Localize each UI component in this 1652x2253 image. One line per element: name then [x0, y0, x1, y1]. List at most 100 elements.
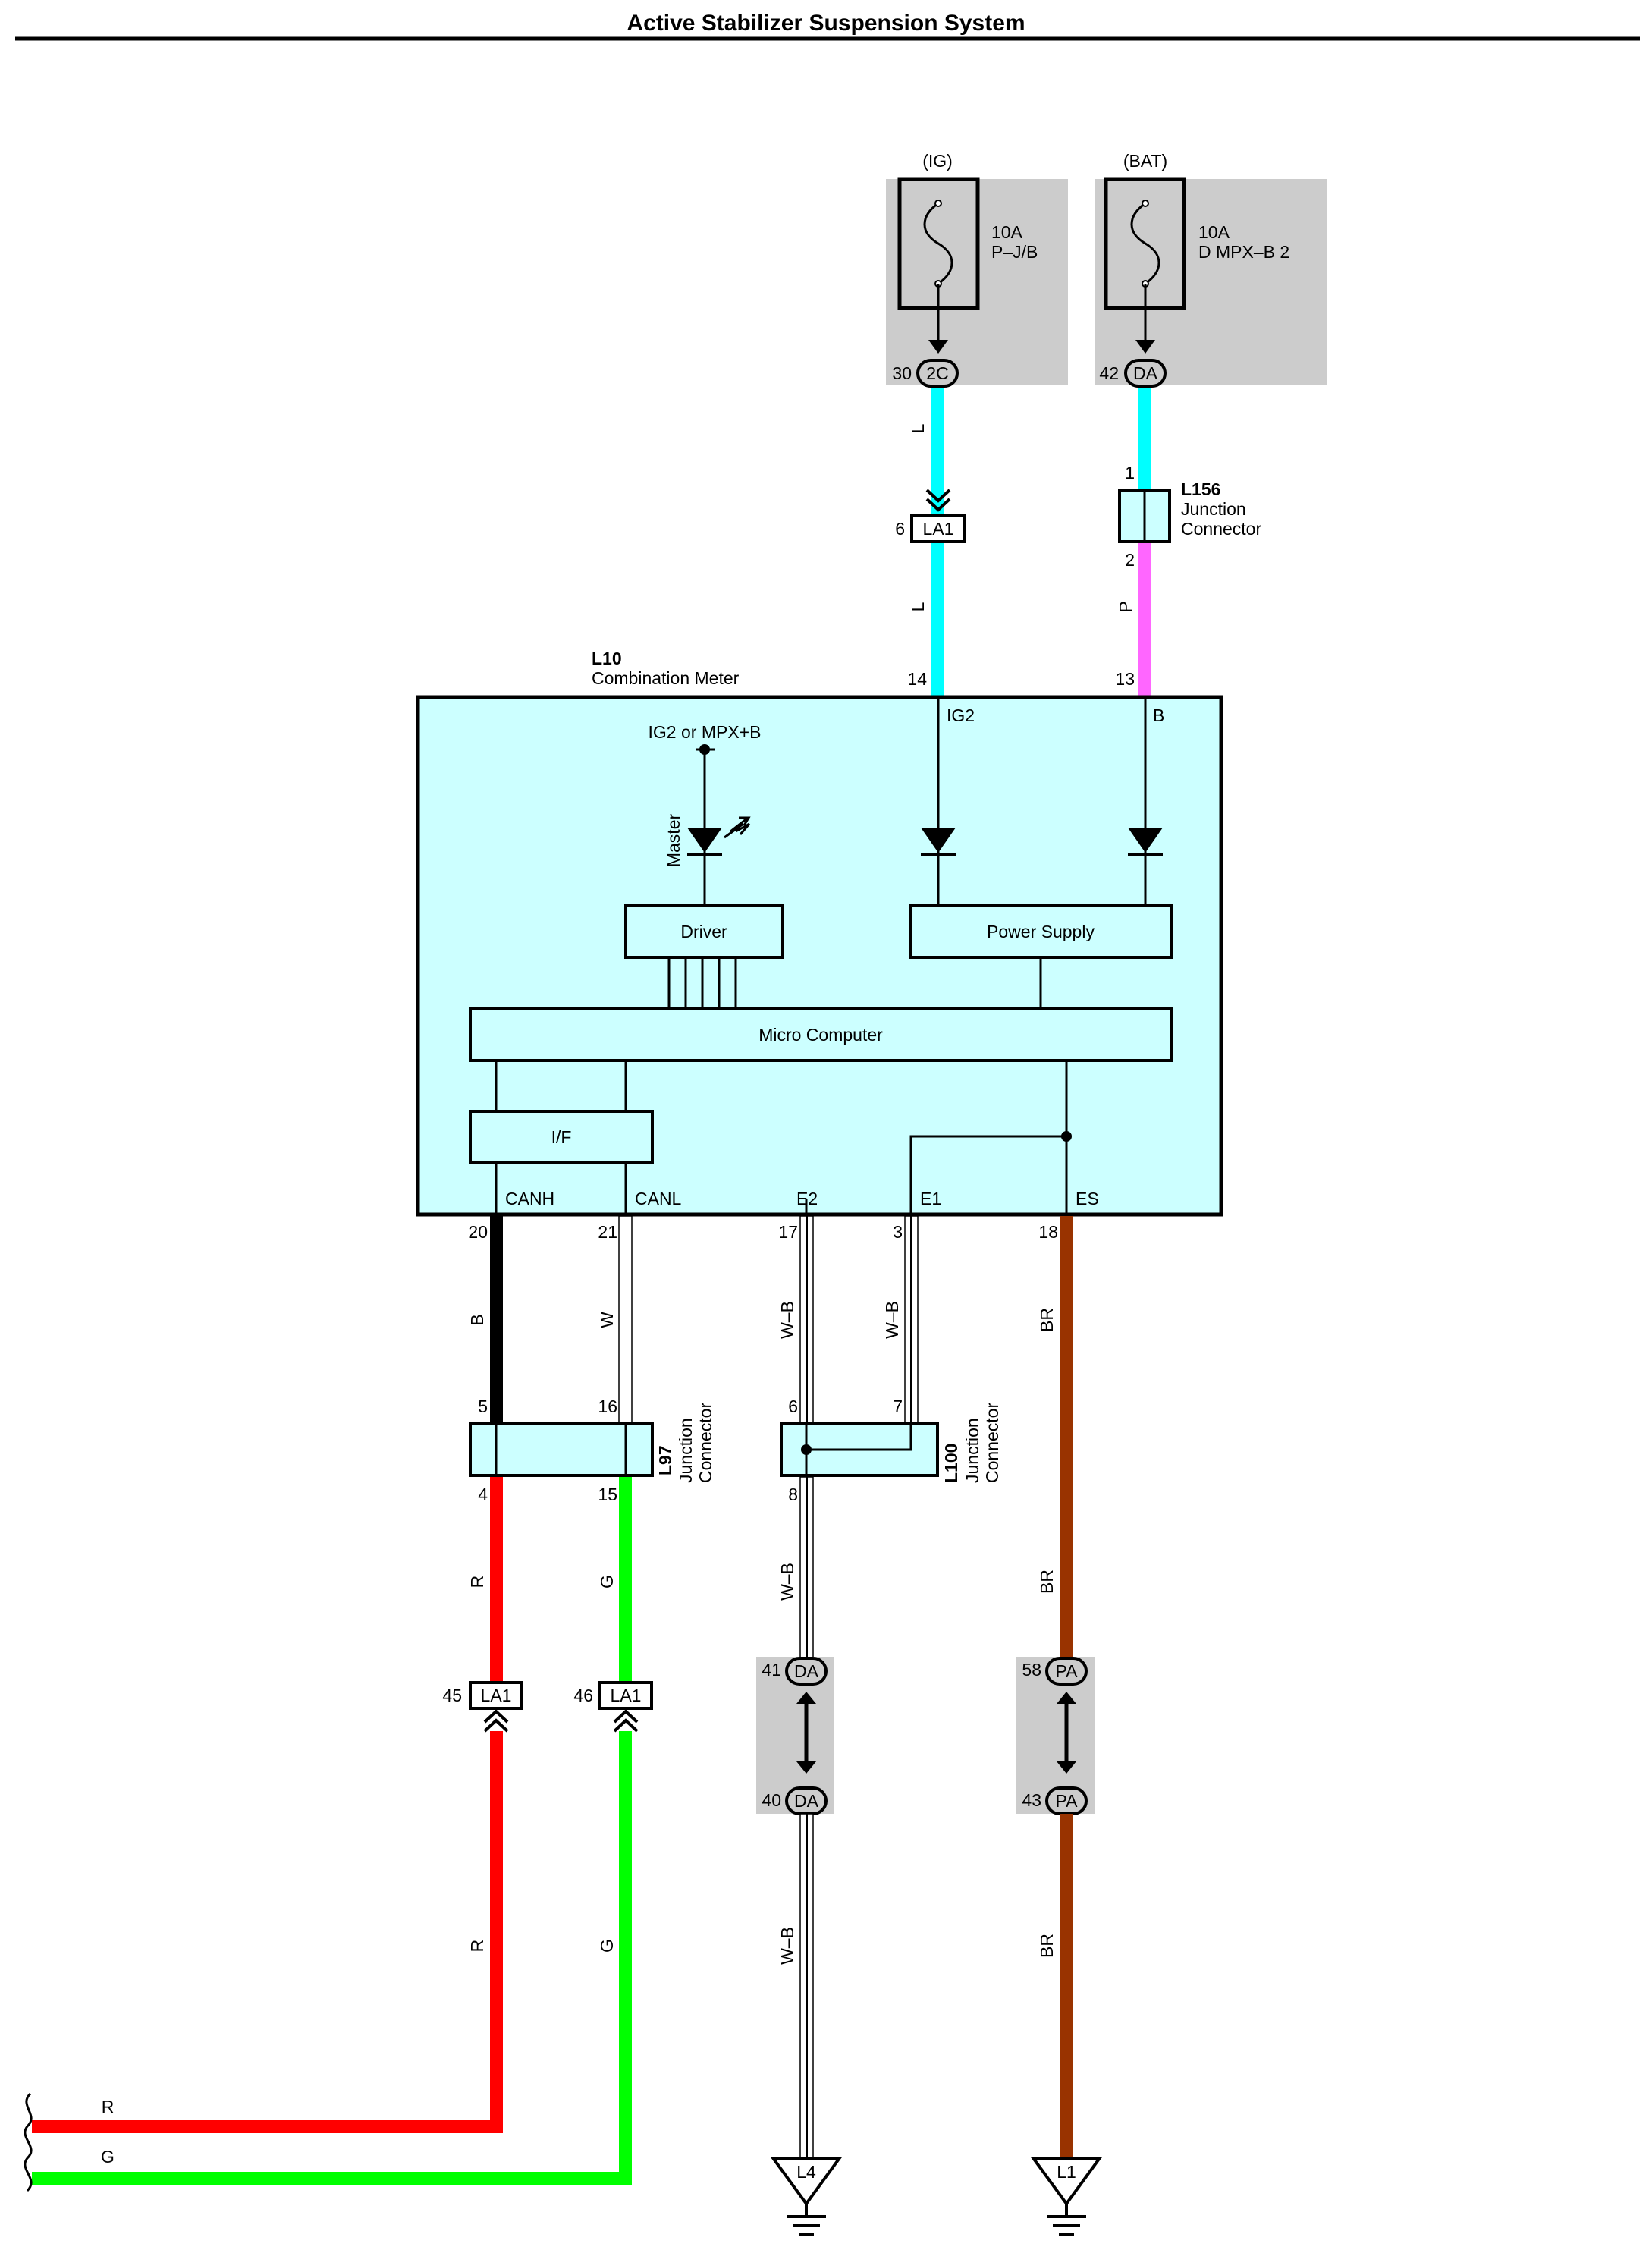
wire-l-bat: [1138, 388, 1151, 490]
ig-fuse-pin: 30: [892, 363, 912, 383]
l97-pin-16: 16: [598, 1397, 617, 1416]
power-supply-label: Power Supply: [987, 922, 1095, 941]
if-block: [469, 1110, 654, 1164]
wire-label-w: W: [597, 1312, 617, 1328]
chevron-down-icon: [796, 1761, 816, 1774]
wire-r-lower: [490, 1731, 503, 2133]
wire-g-lower: [619, 1731, 632, 2185]
ground-l1-label: L1: [1057, 2162, 1076, 2182]
pin-e2: 17: [778, 1222, 798, 1242]
wire-label-p: P: [1116, 601, 1135, 612]
pa-top-label: PA: [1056, 1661, 1079, 1681]
wire-label-wb: W–B: [777, 1563, 797, 1601]
pa-bottom-pin: 43: [1022, 1790, 1041, 1810]
la1-top-connector: [910, 514, 966, 543]
l100-id: L100: [941, 1444, 961, 1483]
l97-pin-15: 15: [598, 1485, 617, 1504]
driver-block: [624, 904, 784, 959]
ground-l4-label: L4: [796, 2162, 816, 2182]
pin-canl: 21: [598, 1222, 617, 1242]
ground-l1-triangle: [1031, 2157, 1102, 2207]
diode-icon: [921, 828, 956, 853]
micro-computer-label: Micro Computer: [758, 1025, 883, 1045]
chevron-up-icon: [613, 1709, 639, 1733]
bat-fuse-rating: 10A: [1198, 222, 1230, 242]
fuse-icon: [1130, 202, 1160, 285]
da-bottom-label: DA: [794, 1791, 819, 1811]
if-label: I/F: [551, 1127, 572, 1147]
da-top-label: DA: [794, 1661, 819, 1681]
wire-b: [490, 1216, 503, 1424]
bat-source-label: (BAT): [1123, 151, 1167, 171]
ground-l4-triangle: [771, 2157, 842, 2207]
wire-label-g: G: [597, 1575, 617, 1588]
led-icon: [687, 828, 722, 853]
l156-name2: Connector: [1181, 519, 1261, 539]
wire-label-l: L: [908, 602, 928, 611]
la1-r-connector: [469, 1681, 523, 1710]
pin-es: 18: [1038, 1222, 1058, 1242]
arrow-down-icon: [928, 340, 948, 354]
wire-g-horizontal: [32, 2172, 632, 2185]
wire-label-l: L: [908, 423, 928, 433]
arrow-down-icon: [1135, 340, 1155, 354]
wire-br-lower: [1060, 1814, 1073, 2160]
bat-fuse-name: D MPX–B 2: [1198, 242, 1289, 262]
wire-label-r: R: [467, 1576, 487, 1588]
l100-name2: Connector: [982, 1403, 1002, 1483]
bat-fuse-block: [1095, 179, 1327, 385]
pin-canh: 20: [468, 1222, 488, 1242]
wire-label-br: BR: [1037, 1934, 1057, 1958]
meter-pin-b: 13: [1115, 669, 1135, 689]
wire-break-icon: [24, 2092, 33, 2192]
wire-label-r: R: [467, 1940, 487, 1953]
l97-name1: Junction: [676, 1418, 696, 1483]
l97-pin-4: 4: [478, 1485, 488, 1504]
wire-label-r: R: [102, 2097, 115, 2116]
la1-r-label: LA1: [481, 1686, 512, 1705]
pa-top-pin: 58: [1022, 1660, 1041, 1680]
ig-fuse-connector-label: 2C: [926, 363, 948, 383]
ig-source-label: (IG): [922, 151, 953, 171]
meter-pin-ig2: 14: [907, 669, 927, 689]
term-e2: E2: [796, 1189, 818, 1208]
ig-fuse-rating: 10A: [991, 222, 1023, 242]
l97-name2: Connector: [696, 1403, 715, 1483]
ig-fuse-name: P–J/B: [991, 242, 1038, 262]
term-canh: CANH: [505, 1189, 554, 1208]
l156-name1: Junction: [1181, 499, 1246, 519]
driver-label: Driver: [680, 922, 727, 941]
l100-pin-6: 6: [788, 1397, 798, 1416]
l156-pin-out: 2: [1125, 550, 1135, 570]
pin-e1: 3: [893, 1222, 903, 1242]
term-ig2: IG2: [947, 705, 975, 725]
wire-w: [618, 1215, 633, 1425]
wire-label-wb: W–B: [777, 1927, 797, 1965]
l97-junction-connector: [469, 1422, 654, 1477]
l100-pin-8: 8: [788, 1485, 798, 1504]
wire-label-g: G: [101, 2147, 115, 2167]
wire-l-ig-lower: [931, 543, 944, 697]
wire-label-wb: W–B: [882, 1301, 902, 1339]
term-b: B: [1153, 705, 1164, 725]
fuse-icon: [923, 202, 953, 285]
la1-r-pin: 45: [442, 1686, 462, 1705]
wire-r-upper: [490, 1477, 503, 1695]
bat-fuse-connector: [1124, 359, 1167, 388]
meter-id: L10: [592, 649, 622, 668]
term-canl: CANL: [635, 1189, 682, 1208]
term-e1: E1: [920, 1189, 941, 1208]
micro-computer-block: [469, 1007, 1173, 1062]
wire-label-br: BR: [1037, 1570, 1057, 1594]
page-title: Active Stabilizer Suspension System: [627, 11, 1025, 36]
da-bottom-pin: 40: [762, 1790, 781, 1810]
l100-pin-7: 7: [893, 1397, 903, 1416]
wire-label-wb: W–B: [777, 1301, 797, 1339]
wire-r-horizontal: [32, 2120, 503, 2133]
wire-label-g: G: [597, 1939, 617, 1953]
meter-name: Combination Meter: [592, 668, 740, 688]
wire-l-ig-upper: [931, 388, 944, 514]
term-es: ES: [1076, 1189, 1099, 1208]
pa-top-connector: [1045, 1657, 1088, 1686]
